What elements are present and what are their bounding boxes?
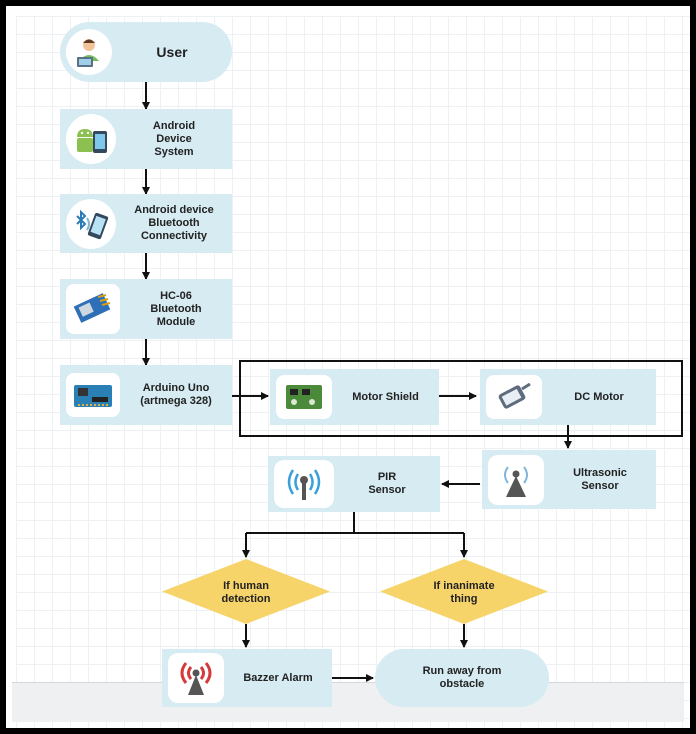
person-at-laptop-icon — [66, 29, 112, 75]
bluetooth-phone-icon — [66, 198, 116, 249]
run-away-label: Run away from obstacle — [422, 665, 502, 690]
bluetooth-module-board-icon — [66, 284, 120, 334]
ultrasonic-sensor-icon — [488, 454, 544, 505]
user-label: User — [156, 43, 188, 60]
decision-inanimate-label: If inanimate thing — [433, 580, 495, 605]
arduino-board-icon — [66, 373, 120, 417]
pir-sensor-icon — [274, 460, 334, 508]
android-phone-icon — [66, 114, 116, 164]
dc-motor-icon — [486, 375, 542, 419]
hc06-label: HC-06 Bluetooth Module — [150, 289, 202, 328]
android-system-node: Android Device System — [60, 109, 232, 169]
motor-shield-label: Motor Shield — [352, 390, 419, 403]
arduino-label: Arduino Uno (artmega 328) — [140, 382, 212, 407]
dc-motor-node: DC Motor — [480, 369, 656, 425]
motor-group-box — [239, 360, 683, 437]
pir-sensor-node: PIR Sensor — [268, 456, 440, 512]
hc06-node: HC-06 Bluetooth Module — [60, 279, 232, 339]
run-away-node: Run away from obstacle — [375, 649, 549, 707]
bluetooth-connectivity-label: Android device Bluetooth Connectivity — [134, 204, 214, 242]
dc-motor-label: DC Motor — [574, 390, 624, 403]
decision-human-shape — [162, 559, 330, 624]
user-node: User — [60, 22, 232, 82]
connectors — [142, 82, 683, 682]
android-system-label: Android Device System — [152, 119, 196, 158]
buzzer-alarm-node: Bazzer Alarm — [162, 649, 332, 707]
motor-shield-node: Motor Shield — [270, 369, 439, 425]
decision-human-label: If human detection — [221, 580, 271, 605]
ultrasonic-sensor-node: Ultrasonic Sensor — [482, 450, 656, 509]
pir-sensor-label: PIR Sensor — [368, 471, 406, 496]
buzzer-alarm-label: Bazzer Alarm — [243, 671, 313, 684]
bottom-band — [12, 682, 684, 722]
arduino-node: Arduino Uno (artmega 328) — [60, 365, 232, 425]
decision-inanimate-shape — [380, 559, 548, 624]
bluetooth-connectivity-node: Android device Bluetooth Connectivity — [60, 194, 232, 253]
ultrasonic-sensor-label: Ultrasonic Sensor — [573, 466, 627, 492]
alarm-buzzer-icon — [168, 653, 224, 703]
motor-shield-board-icon — [276, 375, 332, 419]
